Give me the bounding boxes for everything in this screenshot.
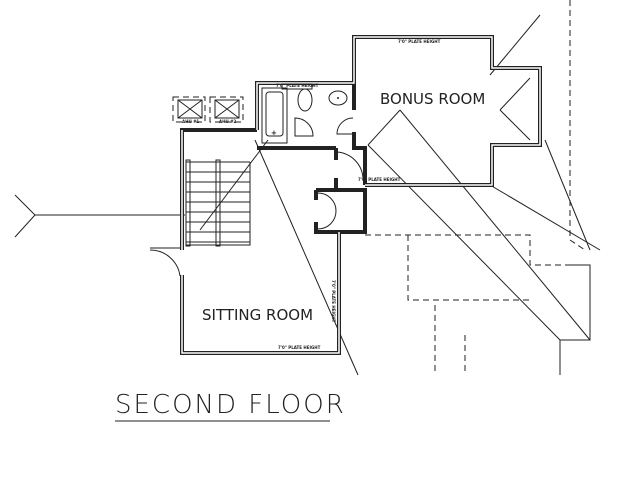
walls xyxy=(180,35,542,355)
sitting-room-label: SITTING ROOM xyxy=(202,306,313,324)
ahu-units: AHU #1 AHU #2 xyxy=(177,99,240,124)
ahu2-label: AHU #2 xyxy=(219,119,236,124)
bathroom-fixtures: + xyxy=(149,83,364,277)
plate-height-note-sitting-side: 7'0" PLATE HEIGHT xyxy=(331,280,336,323)
bonus-room-label: BONUS ROOM xyxy=(380,90,485,108)
staircase xyxy=(185,159,251,247)
plate-height-note-closet: 7'0" PLATE HEIGHT xyxy=(358,177,401,182)
dashed-lines xyxy=(172,0,586,375)
plate-height-note-sitting: 7'0" PLATE HEIGHT xyxy=(278,345,321,350)
plate-height-note-bath: 7'0" PLATE HEIGHT xyxy=(276,83,319,88)
ahu1-label: AHU #1 xyxy=(182,119,199,124)
plate-height-note-bonus: 7'0" PLATE HEIGHT xyxy=(398,39,441,44)
svg-text:+: + xyxy=(271,129,277,137)
roof-lines xyxy=(14,14,601,376)
drawing-title: SECOND FLOOR xyxy=(115,390,346,420)
